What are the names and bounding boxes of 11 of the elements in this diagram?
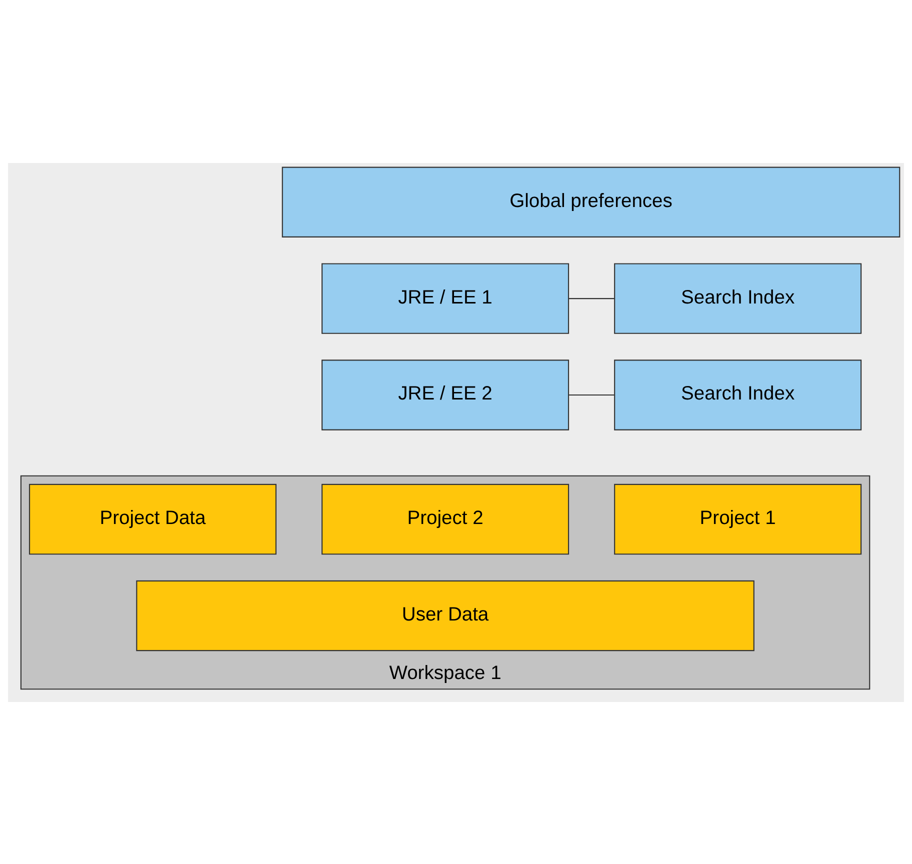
node-box: Search Index <box>614 359 862 430</box>
node-box: JRE / EE 1 <box>322 262 570 334</box>
node-box: Search Index <box>614 262 862 334</box>
connector <box>568 394 614 396</box>
connector <box>568 298 614 299</box>
node-box: Project 2 <box>322 483 570 554</box>
node-box: Global preferences <box>282 166 900 237</box>
node-box: Project Data <box>28 483 277 554</box>
node-box: Project 1 <box>614 483 862 554</box>
node-box: JRE / EE 2 <box>322 359 570 430</box>
node-box: User Data <box>136 580 754 651</box>
